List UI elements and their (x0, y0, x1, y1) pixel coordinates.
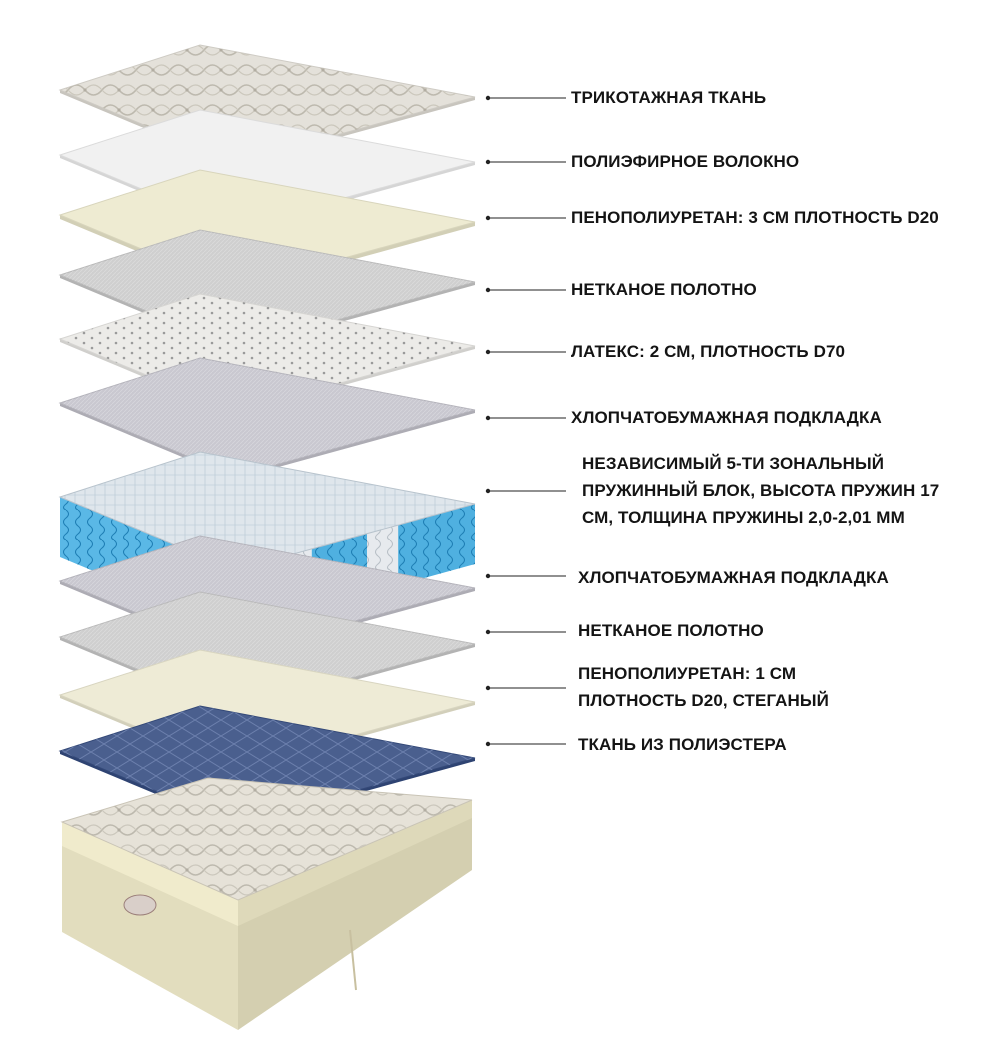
leader-dot (485, 415, 491, 421)
layers-group (58, 44, 476, 827)
mattress-logo-badge (123, 894, 157, 916)
spring-block-top-texture (60, 452, 475, 570)
label-polyester-fabric: ТКАНЬ ИЗ ПОЛИЭСТЕРА (578, 735, 787, 754)
leader-dot (485, 215, 491, 221)
layer-texture (60, 706, 475, 824)
label-cotton-1: ХЛОПЧАТОБУМАЖНАЯ ПОДКЛАДКА (571, 408, 882, 427)
layer-texture (60, 358, 475, 476)
label-nonwoven-1: НЕТКАНОЕ ПОЛОТНО (571, 280, 757, 299)
leader-dot (485, 95, 491, 101)
label-spring-block: НЕЗАВИСИМЫЙ 5-ТИ ЗОНАЛЬНЫЙ ПРУЖИННЫЙ БЛО… (582, 454, 940, 527)
layer-texture (60, 294, 475, 412)
label-foam-3cm: ПЕНОПОЛИУРЕТАН: 3 СМ ПЛОТНОСТЬ D20 (571, 208, 939, 227)
layer-texture (60, 45, 475, 163)
mattress-pillow-band-right (238, 800, 472, 926)
leader-dot (485, 488, 491, 494)
assembled-mattress (60, 777, 473, 1030)
layer-texture (60, 536, 475, 654)
mattress-front-side (62, 822, 238, 1030)
layer-texture (60, 230, 475, 348)
mattress-top-quilting (62, 778, 472, 900)
label-polyester-fiber: ПОЛИЭФИРНОЕ ВОЛОКНО (571, 152, 800, 171)
leader-dot (485, 159, 491, 165)
leader-dot (485, 741, 491, 747)
mattress-right-side (238, 800, 472, 1030)
label-latex: ЛАТЕКС: 2 СМ, ПЛОТНОСТЬ D70 (571, 342, 846, 361)
label-foam-1cm: ПЕНОПОЛИУРЕТАН: 1 СМ ПЛОТНОСТЬ D20, СТЕГ… (578, 664, 829, 710)
leader-dot (485, 629, 491, 635)
leader-dot (485, 287, 491, 293)
layer-texture (60, 592, 475, 710)
leader-dot (485, 685, 491, 691)
mattress-pillow-band-front (62, 822, 238, 926)
label-nonwoven-2: НЕТКАНОЕ ПОЛОТНО (578, 621, 764, 640)
label-knit-fabric: ТРИКОТАЖНАЯ ТКАНЬ (571, 88, 767, 107)
leader-dot (485, 573, 491, 579)
label-cotton-2: ХЛОПЧАТОБУМАЖНАЯ ПОДКЛАДКА (578, 568, 889, 587)
leader-dot (485, 349, 491, 355)
mattress-handle (349, 929, 357, 991)
leader-lines (485, 95, 566, 747)
layer-cotton-1 (58, 357, 476, 479)
